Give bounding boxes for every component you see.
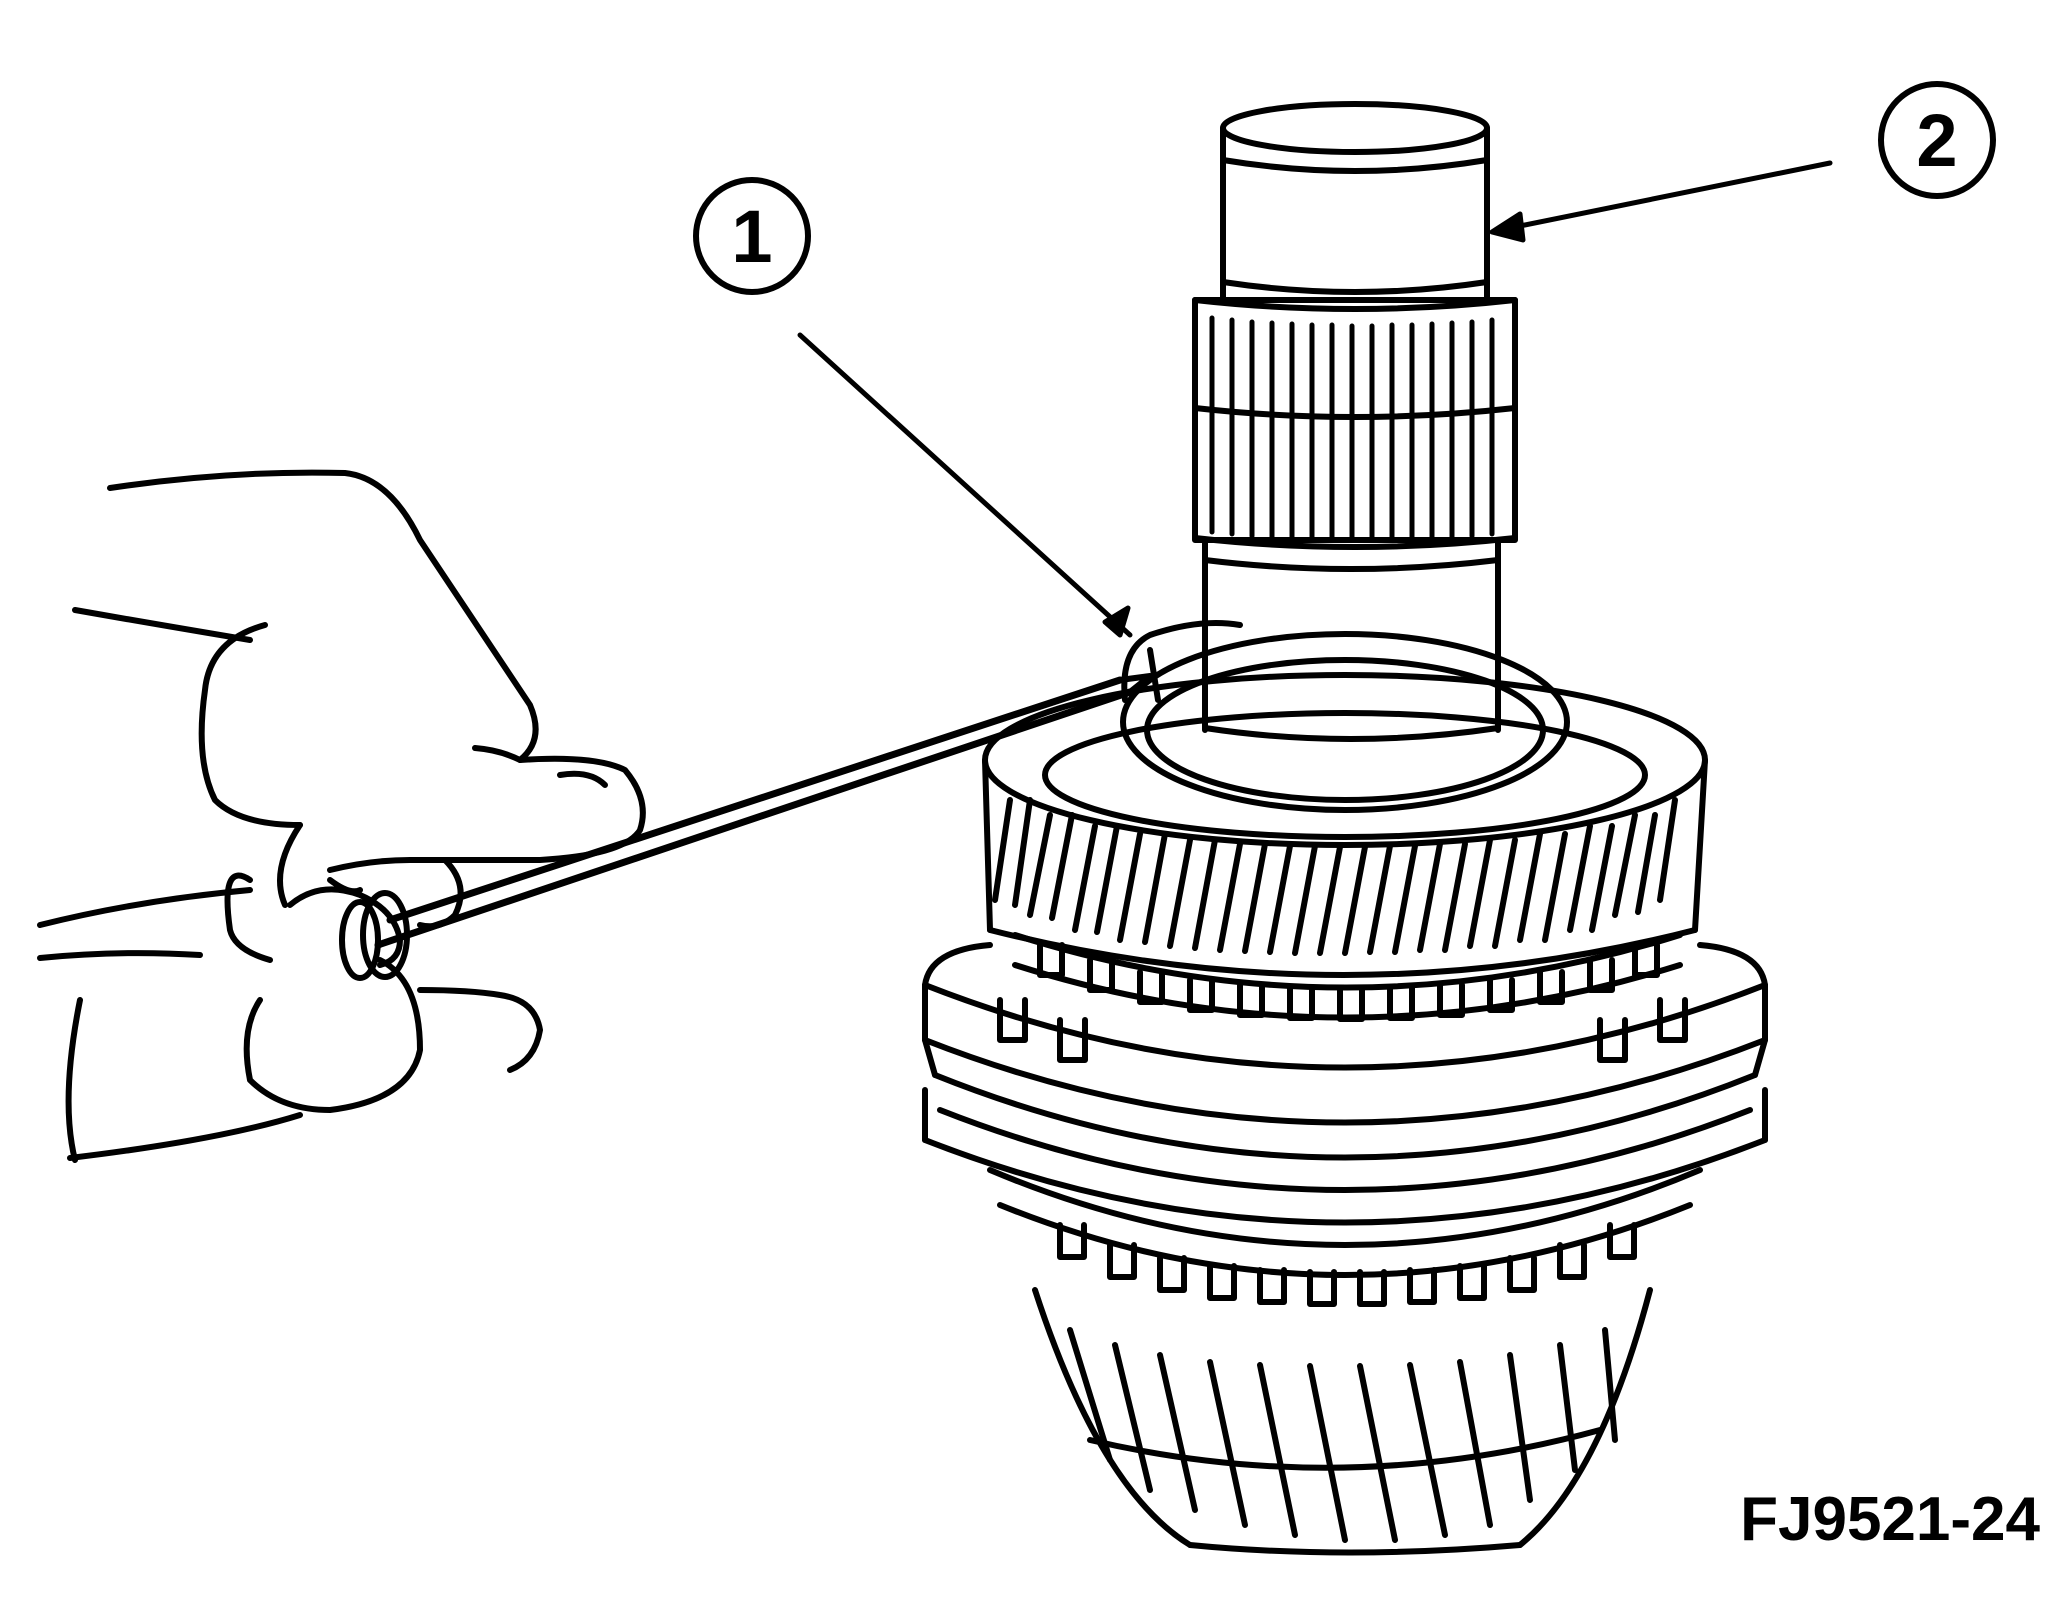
callout-circle-1 [693, 177, 811, 295]
callout-number-1: 1 [731, 195, 772, 278]
leader-line-1 [797, 332, 1133, 638]
upper-gear [982, 672, 1708, 1022]
leader-line-2 [1507, 160, 1833, 231]
callout-circle-2 [1878, 81, 1996, 199]
hand-with-pick-tool [37, 469, 1153, 1163]
arrowhead-2 [1489, 211, 1526, 243]
synchro-sleeve [922, 942, 1768, 1226]
leader-lines [797, 160, 1833, 638]
arrowhead-1 [1102, 605, 1131, 638]
callout-number-2: 2 [1916, 99, 1957, 182]
lower-gear [987, 1167, 1703, 1556]
figure-id: FJ9521-24 [1740, 1485, 2040, 1554]
shaft [1192, 101, 1518, 742]
